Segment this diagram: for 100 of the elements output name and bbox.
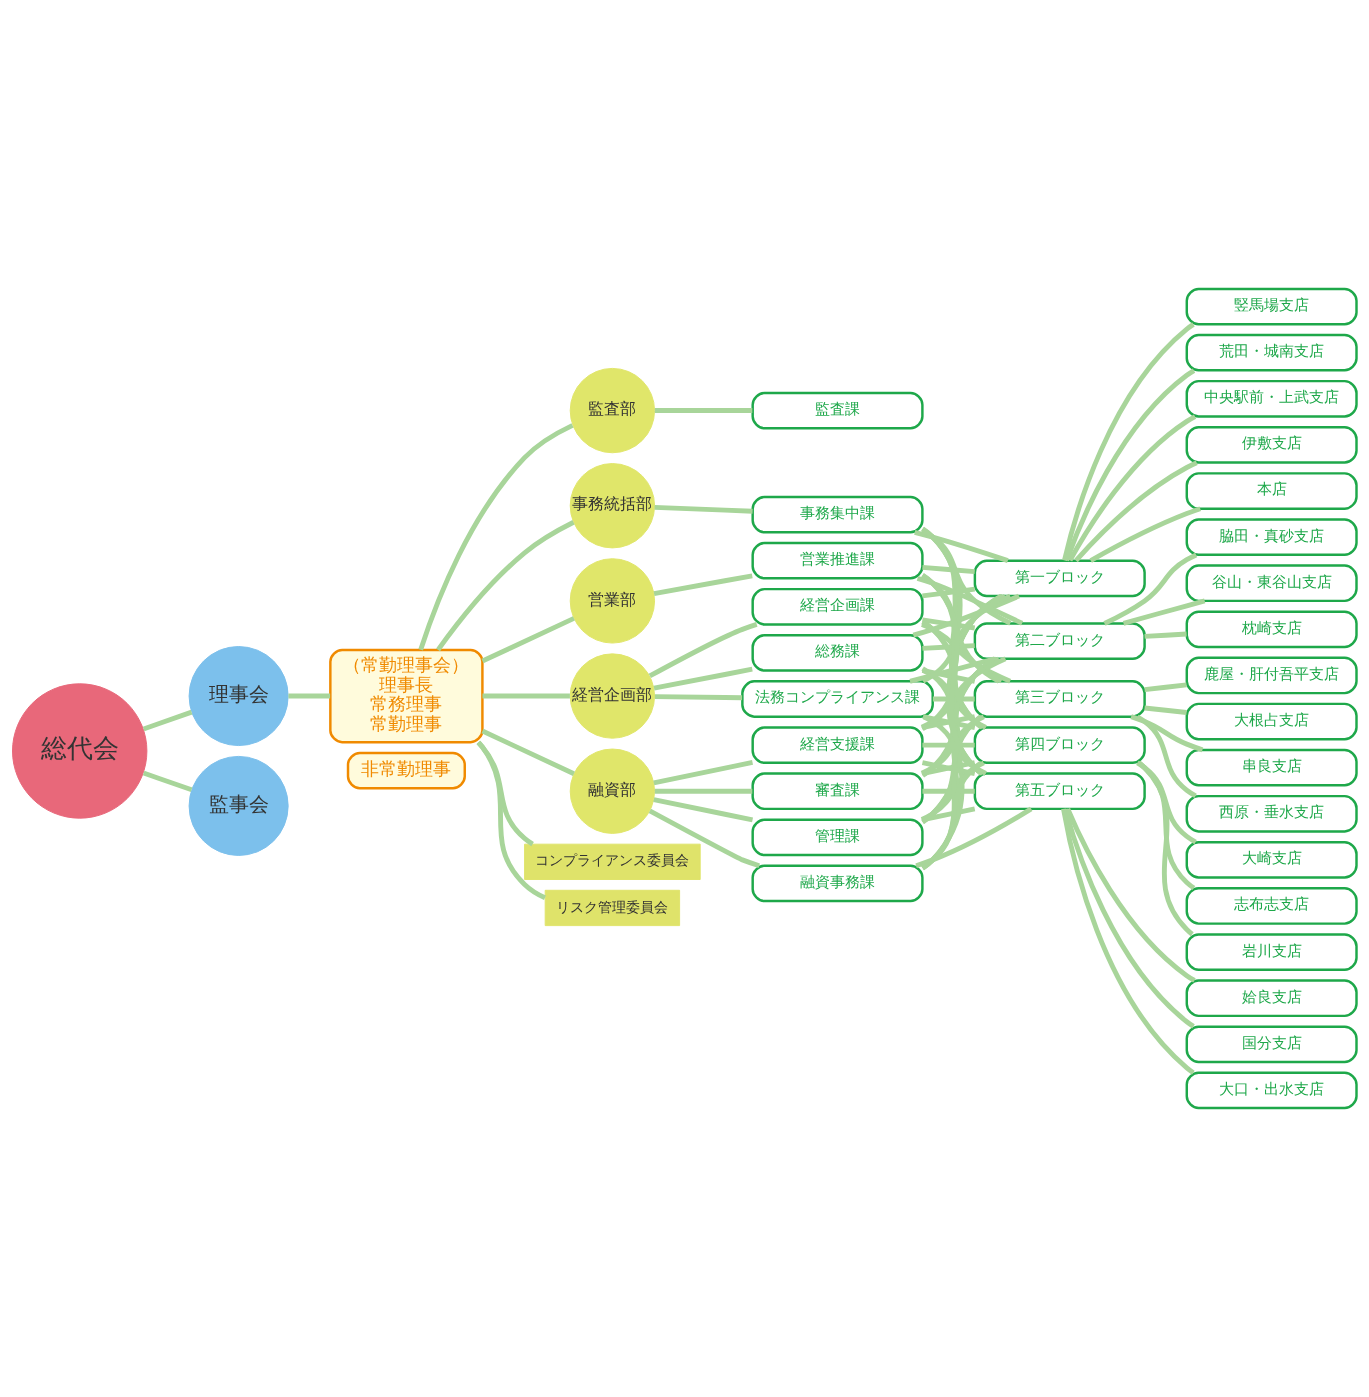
node-box: 第三ブロック [973,680,1146,718]
node-box: 第五ブロック [973,772,1146,811]
connector [1137,760,1196,891]
node-box: 枕崎支店 [1185,610,1358,649]
connector [921,760,976,777]
connector [418,423,574,651]
connector [909,656,996,684]
node-box: 大口・出水支店 [1185,1071,1358,1110]
node-circle: 総代会 [12,683,148,819]
connector [1065,808,1196,983]
connector [922,586,976,599]
connector [916,576,1024,626]
node-box: 伊敷支店 [1185,426,1358,464]
connector [1136,714,1197,799]
node-box: 脇田・真砂支店 [1185,518,1358,556]
node-circle: 融資部 [569,748,656,834]
node-box: 営業推進課 [751,541,924,580]
node-circle: 経営企画部 [569,653,656,739]
node-circle: 監査部 [569,367,656,454]
node-box: 大根占支店 [1185,702,1358,741]
connector [915,806,1033,869]
connector [921,594,1003,825]
node-box: リスク管理委員会 [544,889,681,927]
connector [1067,414,1197,562]
connector [921,656,999,824]
node-box: 法務コンプライアンス課 [741,680,934,718]
connector [653,760,754,786]
node-box: 鹿屋・肝付吾平支店 [1185,656,1358,695]
connector [921,656,1001,777]
node-box: 志布志支店 [1185,887,1358,925]
connector [922,617,976,631]
connector [653,666,753,691]
node-box: 国分支店 [1185,1025,1358,1064]
connector [921,622,1012,684]
connector [436,520,575,652]
connector [648,622,758,679]
node-box: 経営企画課 [751,587,924,626]
connector [922,788,975,794]
node-box: 審査課 [751,772,924,811]
connector [1144,631,1187,639]
node-circle: 営業部 [569,558,656,644]
connector [922,742,975,748]
connector [912,593,1020,638]
connector [914,529,1009,563]
connector [1064,368,1196,562]
connector [920,656,1007,730]
node-box: コンプライアンス委員会 [524,843,701,880]
node-box: 第二ブロック [973,622,1146,660]
connector [921,573,983,776]
connector [142,709,193,732]
node-box: 姶良支店 [1185,979,1358,1018]
connector [1137,761,1194,937]
node-box: 西原・垂水支店 [1185,794,1358,833]
node-box: 岩川支店 [1185,933,1358,971]
node-box: 第一ブロック [973,559,1146,598]
connector [288,693,331,699]
node-box: 総務課 [751,634,924,672]
node-box: 経営支援課 [751,726,924,764]
connector [921,593,1007,731]
connector [921,526,983,730]
connector [921,593,1005,778]
node-box: 本店 [1185,472,1358,510]
connector [1074,460,1198,563]
connector [653,573,753,596]
connector [932,696,975,702]
connector [142,770,193,793]
node-box: 谷山・東谷山支店 [1185,564,1358,603]
connector [921,666,984,776]
connector [1103,552,1198,626]
connector [654,408,753,414]
connector [654,504,753,514]
connector [922,643,975,651]
node-box: 監査課 [751,391,924,430]
connector [921,593,1012,684]
connector [1136,760,1197,845]
connector [476,740,547,900]
connector [921,656,997,871]
connector [921,526,983,776]
node-box: 竪馬場支店 [1185,287,1358,326]
connector [654,694,743,701]
node-circle: 監事会 [188,755,289,856]
connector [1061,808,1195,1075]
connector [921,668,987,730]
connector [921,619,984,776]
node-box: （常勤理事会） 理事長 常務理事 常勤理事 [329,648,484,744]
connector [922,564,975,575]
connector [1144,682,1187,693]
connector [482,693,570,699]
node-circle: 事務統括部 [569,463,656,549]
connector [653,797,754,823]
connector [481,616,575,664]
node-box: 中央駅前・上武支店 [1185,379,1358,418]
connector [1062,322,1195,561]
node-box: 管理課 [751,818,924,857]
connector [921,594,1003,871]
connector [654,788,753,794]
node-box: 串良支店 [1185,748,1358,787]
connector [921,714,983,823]
connector [1144,705,1187,715]
connector [920,760,985,822]
